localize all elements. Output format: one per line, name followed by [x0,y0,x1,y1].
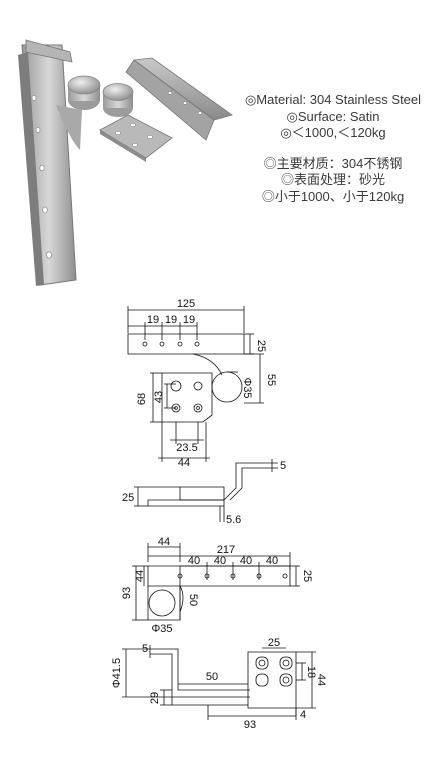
spec-limits-zh: ◎小于1000、小于120kg [261,188,405,204]
v1-dim-plate-width: 44 [178,457,190,469]
v1-dim-plate-height: 68 [136,393,148,405]
v1-dim-pitch-c: 19 [183,314,195,326]
v3-dim-pitch-c: 40 [240,555,252,567]
v4-dim-bottom-thickness: 4 [300,709,306,721]
v1-dim-hole-horizontal: 23.5 [176,442,197,454]
v2-dim-top-thickness: 5 [280,460,286,472]
v1-dim-pitch-a: 19 [147,314,159,326]
spec-material-zh: ◎主要材质：304不锈钢 [263,155,403,171]
v3-dim-pivot-diameter: Φ35 [151,623,172,635]
v3-dim-pitch-d: 40 [266,555,278,567]
drawing-view-1 [127,306,264,462]
specs-block: ◎Material: 304 Stainless Steel ◎Surface:… [228,92,438,205]
v3-dim-plate-inner: 44 [134,570,146,582]
v3-dim-offset: 50 [187,594,199,606]
drawing-view-4 [122,645,316,720]
v2-dim-left-height: 25 [122,492,134,504]
v3-dim-pitch-b: 40 [214,555,226,567]
technical-drawings: 125 19 19 19 25 55 Φ35 68 43 23.5 44 5 2… [111,298,327,731]
v1-dim-pitch-b: 19 [165,314,177,326]
v4-dim-bottom-height: 29 [149,692,161,704]
v4-dim-plate-height: 44 [315,674,327,686]
drawing-view-2 [134,459,278,522]
v4-dim-top-thickness: 5 [142,643,148,655]
v1-dim-total: 125 [177,298,195,310]
v3-dim-total: 217 [217,544,235,556]
v1-dim-pivot-diameter: Φ35 [241,377,253,398]
v4-dim-hole-offset: 18 [305,666,317,678]
v1-dim-strip-height: 25 [255,340,267,352]
v3-dim-height-right: 25 [301,570,313,582]
product-photo [18,39,233,286]
v4-dim-span: 50 [206,671,218,683]
v4-dim-pivot-diameter: Φ41.5 [111,658,123,688]
v3-dim-left-section: 44 [158,536,170,548]
spec-surface-zh: ◎表面处理：砂光 [280,172,385,187]
v1-dim-hole-vertical: 43 [153,391,165,403]
v3-dim-plate-height: 93 [121,587,133,599]
v2-dim-bottom-thickness: 5.6 [226,514,241,526]
v1-dim-height-right: 55 [265,374,277,386]
spec-surface-en: ◎Surface: Satin [286,108,380,124]
v4-dim-hole-pitch: 25 [268,637,280,649]
spec-limits-en: ◎＜1000,＜120kg [280,125,386,140]
v4-dim-total: 93 [244,719,256,731]
drawing-view-3 [132,543,300,621]
spec-material-en: ◎Material: 304 Stainless Steel [244,92,422,107]
v3-dim-pitch-a: 40 [188,555,200,567]
